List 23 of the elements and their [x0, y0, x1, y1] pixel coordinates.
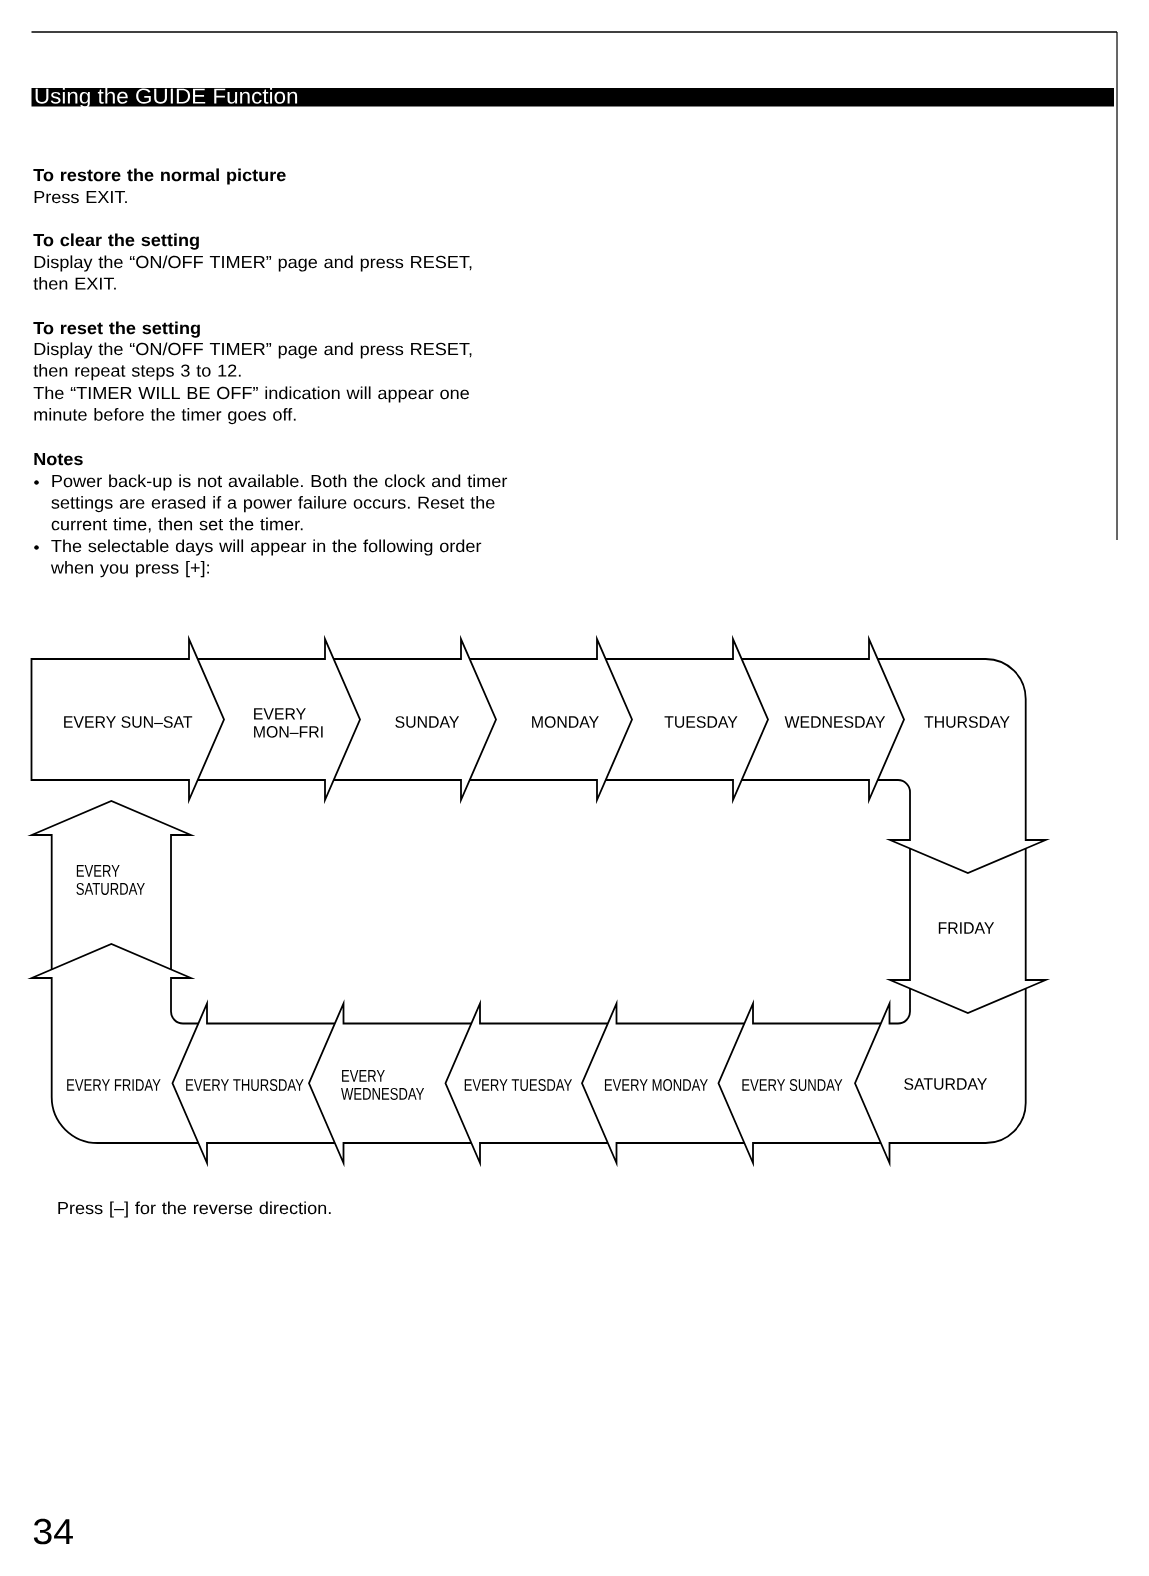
- section-heading: To clear the setting: [33, 233, 199, 250]
- body-text: The “TIMER WILL BE OFF” indication will appear one minute before the timer goes off.: [33, 386, 469, 425]
- bullet-text: The selectable days will appear in the following order when you press [+]:: [50, 539, 482, 578]
- section-heading: Notes: [34, 453, 83, 466]
- body-text: Display the “ON/OFF TIMER” page and press RESET, then repeat steps 3 to 12.: [33, 342, 472, 381]
- body-text: Display the “ON/OFF TIMER” page and press RESET, then EXIT.: [33, 255, 472, 290]
- day-box: WEDNESDAY: [740, 634, 905, 805]
- day-box: EVERY MON–FRI: [196, 634, 361, 805]
- day-box: SUNDAY: [332, 634, 497, 805]
- header-band: Using the GUIDE Function: [31, 87, 1114, 108]
- day-box: SATURDAY: [854, 987, 1027, 1164]
- section-heading: To reset the setting: [33, 321, 200, 338]
- bullet-text: Power back-up is not available. Both the clock and timer settings are erased if a power failure occurs. Reset the current time, then set the timer.: [51, 474, 508, 533]
- day-box: MONDAY: [468, 634, 633, 805]
- body-text: Press EXIT.: [34, 191, 127, 204]
- page-number: 34: [33, 1518, 73, 1545]
- day-box: EVERY SATURDAY: [27, 800, 196, 971]
- day-box: FRIDAY: [885, 847, 1051, 1014]
- body-text: Press [–] for the reverse direction.: [58, 1201, 331, 1218]
- day-box: EVERY THURSDAY: [171, 999, 336, 1168]
- day-box: EVERY SUNDAY: [717, 999, 882, 1168]
- section-heading: To restore the normal picture: [33, 168, 286, 185]
- day-box: TUESDAY: [604, 634, 769, 805]
